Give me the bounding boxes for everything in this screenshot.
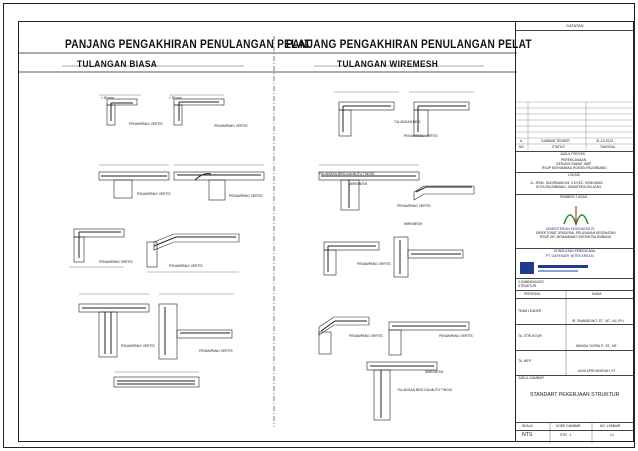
rev-status: GAMBAR TENDER bbox=[541, 139, 570, 143]
proyek-2: GEDUNG RAWAT INAP bbox=[556, 162, 592, 166]
detail-drawings bbox=[19, 36, 517, 427]
judul-gambar: STANDART PEKERJAAN STRUKTUR bbox=[530, 392, 620, 398]
label-penampang-2: PENAMPANG VERTIS bbox=[214, 124, 248, 128]
left-panel-subtitle: TULANGAN BIASA bbox=[77, 59, 158, 70]
ta-mep-name: ADHI APRIYANSYAH, ST bbox=[578, 369, 616, 373]
label-penampang-5: PENAMPANG VERTIS bbox=[99, 260, 133, 264]
personil-label: PERSONIL bbox=[524, 292, 541, 296]
right-panel-title: PANJANG PENGAKHIRAN PENULANGAN PELAT bbox=[286, 39, 532, 51]
left-panel-title: PANJANG PENGAKHIRAN PENULANGAN PELAT bbox=[65, 39, 311, 51]
konsultan-label: KONSULTAN PERENCANA bbox=[554, 249, 596, 253]
drawing-sheet: PANJANG PENGAKHIRAN PENULANGAN PELAT TUL… bbox=[3, 3, 635, 448]
pemberi-tugas-label: PEMBERI TUGAS bbox=[560, 195, 588, 199]
owner-1: KEMENTERIAN KESEHATAN RI bbox=[546, 227, 595, 231]
detail-r5 bbox=[366, 361, 438, 421]
lembar-label: NO. LEMBAR bbox=[600, 424, 621, 428]
label-penampang-r4: PENAMPANG VERTIS bbox=[349, 334, 383, 338]
label-penampang-3: PENAMPANG VERTIS bbox=[137, 192, 171, 196]
ta-mep-label: TA. MEP bbox=[518, 359, 531, 363]
detail-r3b bbox=[393, 236, 464, 278]
drawing-area: PANJANG PENGAKHIRAN PENULANGAN PELAT TUL… bbox=[18, 21, 532, 442]
label-wiremesh-3: WIREMESH bbox=[425, 370, 444, 374]
team-leader-name: IR. SWANDONO, ST., MT., IAI, IPU bbox=[572, 319, 624, 323]
detail-l4a bbox=[78, 293, 150, 358]
title-block: CATATAN A GAMBAR TENDER 31-12-2023 NO ST… bbox=[516, 21, 634, 443]
detail-r4a bbox=[318, 316, 370, 355]
label-penampang-r3: PENAMPANG VERTIS bbox=[357, 262, 391, 266]
kode-value: STR - 1 bbox=[560, 433, 572, 437]
label-tulangan-r1: TULANGAN BESI bbox=[394, 120, 421, 124]
owner-logo bbox=[563, 206, 589, 227]
label-wiremesh-1: WIREMESH bbox=[349, 182, 368, 186]
rev-header-no: NO bbox=[519, 145, 524, 149]
detail-l3a bbox=[69, 228, 125, 268]
team-leader-label: TEAM LEADER bbox=[518, 309, 542, 313]
skala-label: SKALA bbox=[522, 424, 533, 428]
catatan-label: CATATAN bbox=[566, 23, 584, 28]
nama-label: NAMA bbox=[592, 292, 602, 296]
ta-struktur-name: WANDA YUSRA P., ST., MT bbox=[576, 344, 617, 348]
detail-l2a bbox=[98, 164, 170, 199]
rev-no: A bbox=[520, 139, 523, 143]
detail-r2b bbox=[413, 185, 475, 201]
detail-r1a bbox=[334, 91, 399, 137]
label-tulangan-1: TULANGAN BESI DIA MUTU TINGGI bbox=[319, 172, 375, 176]
skala-value: NTS bbox=[522, 432, 533, 438]
ta-struktur-label: TA. STRUKTUR bbox=[518, 334, 542, 338]
judul-gambar-label: JUDUL GAMBAR bbox=[518, 376, 544, 380]
label-penampang-8: PENAMPANG VERTIS bbox=[199, 349, 233, 353]
rev-header-status: STATUS bbox=[552, 145, 565, 149]
struktur: STRUKTUR bbox=[518, 284, 536, 288]
lokasi-2: KOTA PALEMBANG, SUMATERA SELATAN bbox=[536, 185, 601, 189]
detail-l1b bbox=[169, 94, 225, 126]
label-penampang-1: PENAMPANG VERTIS bbox=[129, 122, 163, 126]
detail-r4b bbox=[388, 321, 470, 356]
lokasi-label: LOKASI bbox=[568, 173, 580, 177]
label-penampang-4: PENAMPANG VERTIS bbox=[229, 194, 263, 198]
rev-header-tanggal: TANGGAL bbox=[600, 145, 616, 149]
detail-r1b bbox=[409, 91, 474, 137]
label-penampang-r5: PENAMPANG VERTIS bbox=[439, 334, 473, 338]
detail-r2a bbox=[318, 164, 420, 211]
label-tulangan-r2: TULANGAN BESI DIA MUTU TINGGI bbox=[397, 388, 453, 392]
label-dim-2: > 50 mm bbox=[169, 96, 182, 100]
detail-l2b bbox=[173, 164, 265, 201]
bidang: II.SUBBIDANG02 bbox=[518, 280, 544, 284]
right-panel-subtitle: TULANGAN WIREMESH bbox=[337, 59, 439, 70]
detail-l1a bbox=[99, 94, 141, 126]
lokasi-1: JL. JEND. SUDIRMAN KM. 3.5 KEC. KEMUNING bbox=[530, 181, 603, 185]
detail-l3b bbox=[146, 233, 240, 273]
proyek-1: PERENCANAAN bbox=[561, 158, 587, 162]
kode-label: KODE GAMBAR bbox=[556, 424, 581, 428]
rev-date: 31-12-2023 bbox=[596, 139, 613, 143]
label-wiremesh-2: WIREMESH bbox=[404, 222, 423, 226]
owner-2: DIREKTORAT JENDERAL PELAYANAN KESEHATAN bbox=[536, 231, 616, 235]
label-penampang-r2: PENAMPANG VERTIS bbox=[397, 204, 431, 208]
detail-l5 bbox=[113, 371, 200, 388]
label-penampang-6: PENAMPANG VERTIS bbox=[169, 264, 203, 268]
title-block-dividers bbox=[549, 290, 593, 443]
proyek-3: RSUP MOHAMMAD HOESIN PALEMBANG bbox=[542, 166, 607, 170]
owner-3: RSUP DR. MOHAMMAD HOESIN PALEMBANG bbox=[540, 235, 612, 239]
label-penampang-r1: PENAMPANG VERTIS bbox=[404, 134, 438, 138]
revision-grid bbox=[516, 101, 634, 150]
label-penampang-7: PENAMPANG VERTIS bbox=[121, 344, 155, 348]
judul-proyek-label: JUDUL PROYEK bbox=[560, 152, 586, 156]
detail-r3a bbox=[323, 241, 380, 276]
konsultan-logo bbox=[520, 262, 588, 274]
label-dim-1: > 50 mm bbox=[101, 96, 114, 100]
lembar-value: 14 bbox=[610, 433, 614, 437]
konsultan-name: PT. GAPESARY MITRA KREASI bbox=[546, 254, 594, 258]
detail-l4b bbox=[158, 293, 234, 360]
